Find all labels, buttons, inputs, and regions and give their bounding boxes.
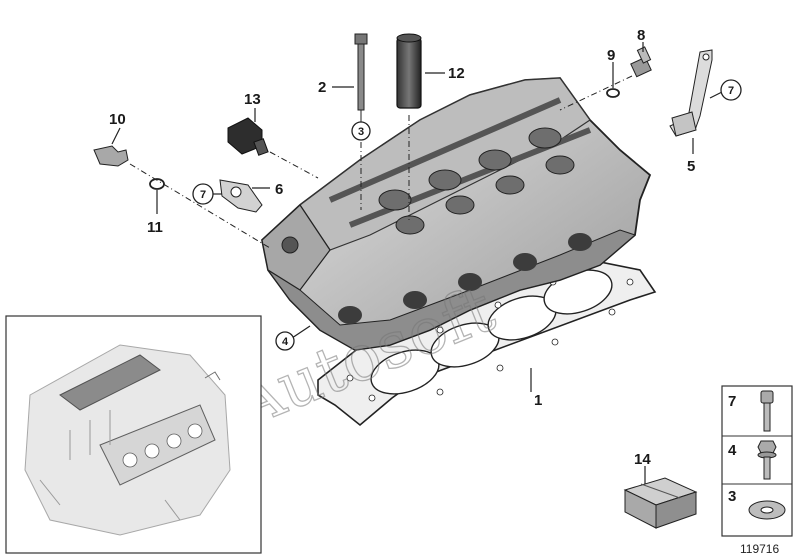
center-line-8 [559,75,633,111]
inset-engine-overview[interactable] [5,315,262,554]
repair-kit-box-part-14[interactable] [623,477,698,529]
fastener-legend-box: 7 4 3 [721,385,793,537]
circled-ref-4[interactable]: 4 [275,331,295,351]
lifting-bracket-part-5[interactable] [669,49,713,137]
cap-screw-icon [760,390,774,432]
legend-number-3: 3 [728,488,736,505]
leader-line-10 [111,127,121,145]
callout-8[interactable]: 8 [637,27,645,44]
seal-ring-part-9[interactable] [606,88,620,98]
legend-row-7[interactable]: 7 [728,390,774,432]
circled-ref-7-lifting[interactable]: 7 [720,79,742,101]
legend-number-4: 4 [728,442,737,459]
center-line-10-11 [129,163,271,249]
legend-row-3[interactable]: 3 [728,488,786,520]
head-bolt-part-2[interactable] [354,33,368,130]
washer-icon [748,500,786,520]
spark-plug-tube-part-12[interactable] [396,33,422,109]
banjo-bolt-part-8[interactable] [630,46,652,78]
legend-number-7: 7 [728,393,736,410]
svg-text:3: 3 [358,126,364,138]
leader-line-4 [291,325,311,339]
callout-9[interactable]: 9 [607,47,615,64]
callout-12[interactable]: 12 [448,65,465,82]
drawing-number: 119716 [740,542,779,556]
bracket-part-6[interactable] [219,179,263,213]
legend-row-4[interactable]: 4 [728,440,777,480]
center-line-13 [269,151,319,179]
sensor-part-13[interactable] [227,117,269,156]
circled-ref-3[interactable]: 3 [351,121,371,141]
leader-line-7b [709,91,723,99]
callout-6[interactable]: 6 [275,181,283,198]
callout-11[interactable]: 11 [147,219,163,236]
cylinder-head-gasket[interactable] [317,261,657,427]
callout-2[interactable]: 2 [318,79,326,96]
callout-14[interactable]: 14 [634,451,651,468]
svg-text:7: 7 [200,189,206,201]
callout-1[interactable]: 1 [534,392,542,409]
svg-text:4: 4 [282,336,289,348]
callout-5[interactable]: 5 [687,158,695,175]
callout-13[interactable]: 13 [244,91,261,108]
circled-ref-7-bracket[interactable]: 7 [192,183,214,205]
callout-10[interactable]: 10 [109,111,126,128]
cylinder-head[interactable] [261,77,652,351]
svg-text:7: 7 [728,85,734,97]
screw-plug-part-10[interactable] [93,145,129,167]
hex-bolt-icon [757,440,777,480]
engine-overview-icon [24,344,231,536]
